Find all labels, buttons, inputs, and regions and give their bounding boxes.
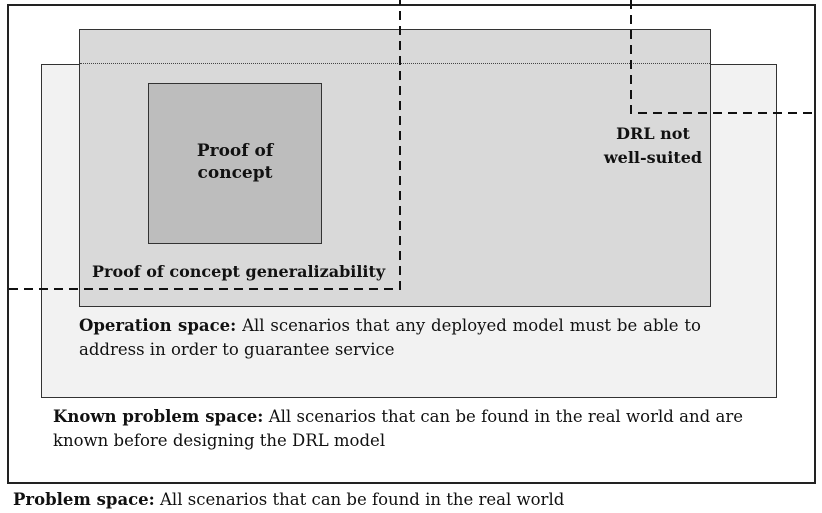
operation-space-description: Operation space: All scenarios that any … bbox=[79, 314, 701, 362]
operation-space-term: Operation space: bbox=[79, 316, 237, 335]
dotted-divider bbox=[80, 63, 710, 64]
drl-not-suited-boundary bbox=[630, 0, 816, 114]
drl-not-suited-label: DRL not well-suited bbox=[596, 122, 710, 170]
proof-of-concept-label: Proof of concept bbox=[148, 140, 322, 184]
drl-line-1: DRL not bbox=[616, 124, 690, 143]
poc-line-1: Proof of bbox=[196, 141, 274, 161]
poc-line-2: concept bbox=[197, 163, 273, 183]
known-problem-space-text: All scenarios that can be found in the r… bbox=[53, 407, 743, 450]
operation-space-text: All scenarios that any deployed model mu… bbox=[79, 316, 701, 359]
known-problem-space-description: Known problem space: All scenarios that … bbox=[53, 405, 743, 453]
problem-space-term: Problem space: bbox=[13, 490, 155, 509]
generalizability-label: Proof of concept generalizability bbox=[92, 262, 386, 281]
problem-space-description: Problem space: All scenarios that can be… bbox=[13, 488, 564, 512]
known-problem-space-term: Known problem space: bbox=[53, 407, 264, 426]
drl-line-2: well-suited bbox=[603, 148, 703, 167]
generalizability-boundary bbox=[9, 0, 401, 290]
problem-space-text: All scenarios that can be found in the r… bbox=[160, 490, 565, 509]
proof-of-concept-box bbox=[148, 83, 322, 244]
